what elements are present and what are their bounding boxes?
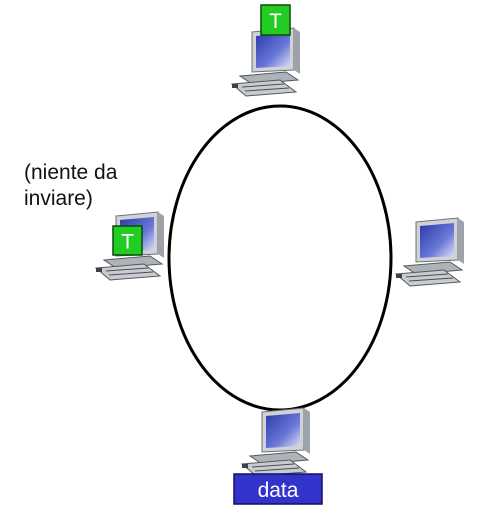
token-label: T (269, 10, 282, 33)
data-label: data (258, 479, 299, 502)
host-top (231, 27, 301, 97)
computer-icon (241, 407, 311, 477)
ring-link (167, 104, 393, 412)
computer-icon (395, 217, 465, 287)
idle-host-note: (niente da inviare) (24, 160, 117, 212)
computer-icon (231, 27, 301, 97)
idle-note-line-1: (niente da (24, 161, 118, 184)
host-right (395, 217, 465, 287)
host-bottom (241, 407, 311, 477)
token-left: T (112, 225, 143, 256)
token-label: T (121, 231, 134, 254)
data-frame: data (233, 473, 323, 505)
idle-note-line-2: inviare) (24, 187, 93, 210)
token-top: T (260, 4, 291, 36)
